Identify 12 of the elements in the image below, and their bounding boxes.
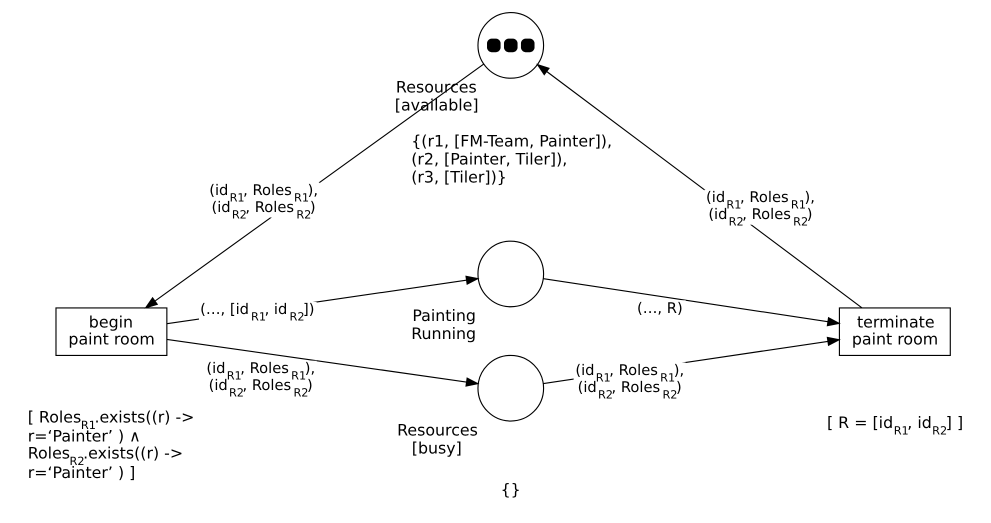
edge-label: (id$_{R1}$, Roles$_{R1}$), (id$_{R2}$, Roles$_{R2}$) [206, 360, 316, 400]
node-label: {(r1, [FM-Team, Painter]), (r2, [Painter, Tiler]), (r3, [Tiler])} [411, 131, 612, 187]
node-label: {} [500, 480, 521, 499]
edge-label: (…, [id$_{R1}$, id$_{R2}$]) [200, 300, 315, 324]
edge-label: (…, R) [637, 300, 683, 318]
edge-label: (id$_{R1}$, Roles$_{R1}$), (id$_{R2}$, Roles$_{R2}$) [575, 362, 684, 402]
node-label: Painting Running [411, 306, 476, 344]
edge-label: (id$_{R1}$, Roles$_{R1}$), (id$_{R2}$, Roles$_{R2}$) [706, 189, 815, 229]
node-label: [ R = [id$_{R1}$, id$_{R2}$] ] [826, 413, 964, 438]
node-label: Resources [busy] [397, 420, 478, 458]
edge-label: (id$_{R1}$, Roles$_{R1}$), (id$_{R2}$, Roles$_{R2}$) [209, 182, 318, 222]
node-label: [ Roles$_{R1}$.exists((r) -> r=‘Painter’ ) ∧ Roles$_{R2}$.exists((r) -> r=‘Painter’ ) ] [28, 407, 194, 482]
